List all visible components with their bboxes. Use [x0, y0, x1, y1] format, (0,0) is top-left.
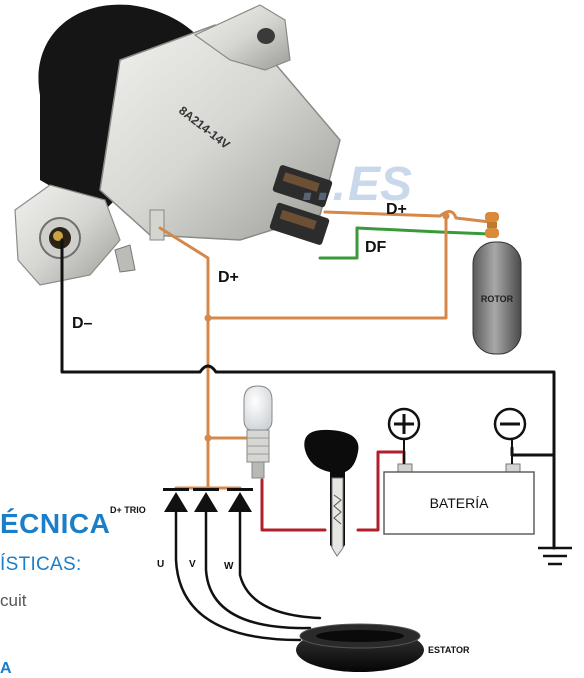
mounting-hole — [257, 28, 275, 44]
wire-d-minus-ground — [60, 238, 556, 550]
rotor-label: ROTOR — [481, 294, 514, 304]
label-estator: ESTATOR — [428, 645, 470, 655]
junction-dot — [204, 314, 212, 322]
label-d-minus: D– — [72, 315, 93, 332]
label-d-plus-mid: D+ — [218, 269, 239, 286]
regulator-watermark: …ES — [300, 158, 412, 211]
rotor: ROTOR — [472, 212, 522, 355]
stator — [296, 623, 424, 672]
regulator-mounting-tab — [193, 4, 291, 71]
label-w: W — [224, 561, 234, 572]
junction-dot — [442, 212, 450, 220]
wire-d-plus-to-rotor — [323, 210, 492, 224]
label-v: V — [189, 559, 196, 570]
wire-rotor-return — [206, 214, 448, 320]
wire-red-bulb-key — [260, 478, 327, 532]
voltage-regulator: 8A214-14V …ES — [14, 4, 412, 286]
wire-w — [238, 510, 322, 620]
wiring — [60, 210, 556, 642]
diode-trio — [163, 488, 253, 512]
indicator-lamp — [243, 385, 273, 479]
section-body-fragment: cuit — [0, 591, 27, 610]
ignition-key-icon — [304, 429, 359, 557]
label-u: U — [157, 559, 164, 570]
section-tail-fragment: A — [0, 660, 12, 677]
junction-dot — [204, 434, 212, 442]
wire-u — [174, 510, 302, 642]
wire-d-plus-main — [158, 226, 210, 490]
ground-symbol-icon — [538, 546, 572, 566]
section-title-fragment: ÉCNICA — [0, 508, 111, 539]
wire-df — [318, 226, 492, 260]
label-d-plus-top: D+ — [386, 201, 407, 218]
wire-v — [204, 510, 312, 630]
label-d-plus-trio: D+ TRIO — [110, 505, 146, 515]
section-subtitle-fragment: ÍSTICAS: — [0, 554, 82, 575]
battery: BATERÍA — [383, 407, 535, 535]
label-df: DF — [365, 239, 387, 256]
wire-battery-negative — [510, 446, 556, 457]
battery-label: BATERÍA — [430, 495, 490, 511]
